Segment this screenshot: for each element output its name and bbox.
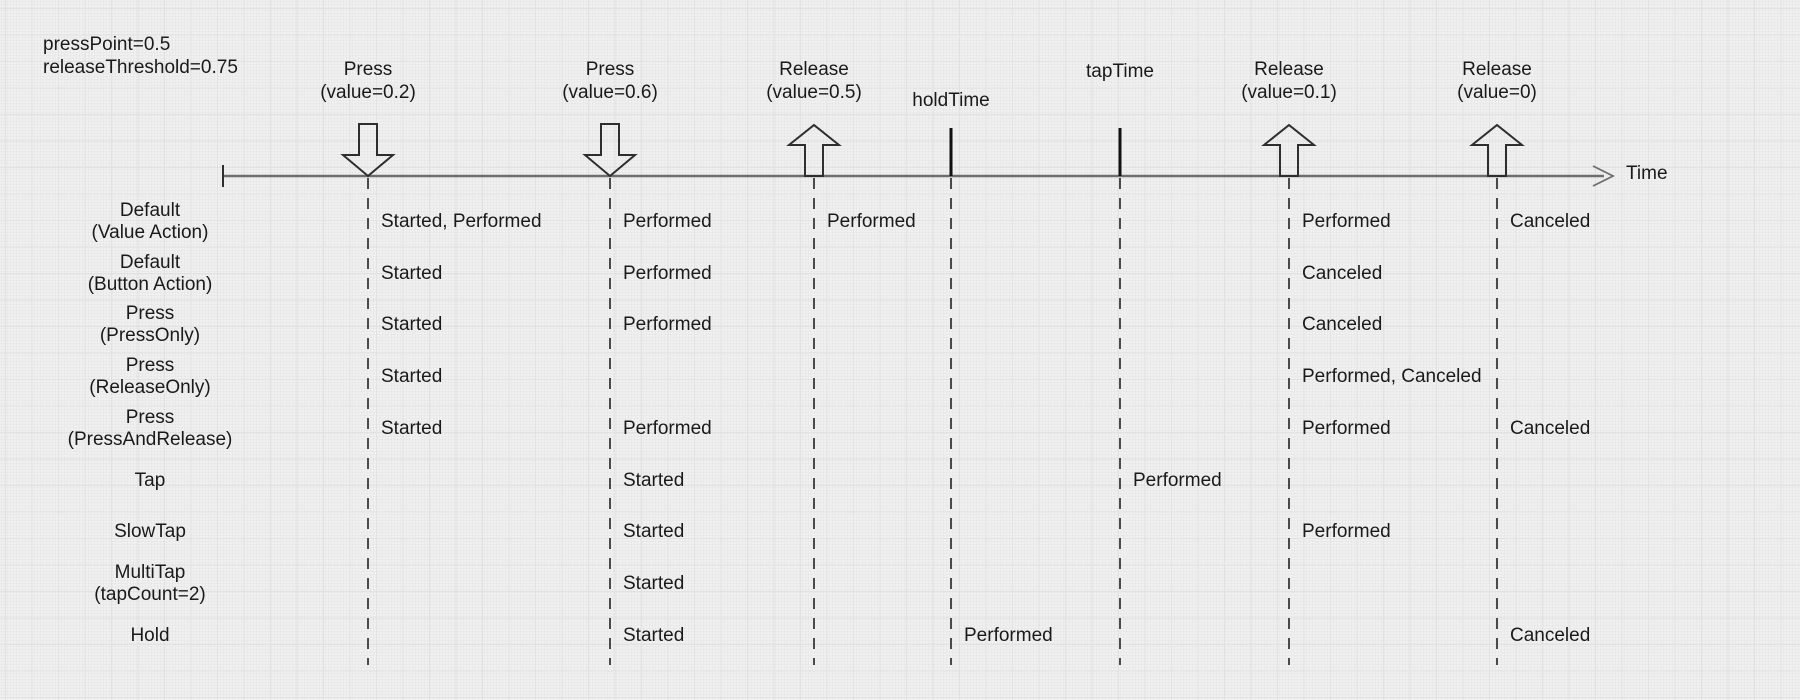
cell-press-pressandrelease-release-value-01: Performed bbox=[1302, 418, 1391, 439]
row-label-press-pressonly-line-2: (PressOnly) bbox=[99, 325, 201, 346]
event-label-taptime-line-1: tapTime bbox=[1086, 61, 1154, 82]
row-label-press-pressandrelease: Press(PressAndRelease) bbox=[20, 407, 280, 451]
press-down-arrow-icon-press-value-06 bbox=[582, 123, 638, 178]
row-label-press-pressandrelease-line-1: Press bbox=[125, 407, 175, 428]
event-label-release-value-01: Release(value=0.1) bbox=[1241, 58, 1337, 104]
row-label-tap-line-1: Tap bbox=[134, 470, 166, 491]
row-label-default-value-action-line-1: Default bbox=[119, 200, 181, 221]
row-label-default-value-action: Default(Value Action) bbox=[20, 200, 280, 244]
event-label-holdtime: holdTime bbox=[912, 89, 989, 112]
event-label-press-value-02-line-2: (value=0.2) bbox=[320, 82, 416, 103]
row-label-slowtap: SlowTap bbox=[20, 521, 280, 543]
cell-press-pressandrelease-release-value-0: Canceled bbox=[1510, 418, 1591, 439]
row-label-press-pressonly: Press(PressOnly) bbox=[20, 303, 280, 347]
cell-tap-taptime: Performed bbox=[1133, 470, 1222, 491]
row-label-press-pressandrelease-line-2: (PressAndRelease) bbox=[67, 429, 233, 450]
cell-hold-release-value-0: Canceled bbox=[1510, 625, 1591, 646]
cell-press-releaseonly-press-value-02: Started bbox=[381, 366, 443, 387]
cell-press-pressandrelease-press-value-02: Started bbox=[381, 418, 443, 439]
event-label-release-value-05: Release(value=0.5) bbox=[766, 58, 862, 104]
cell-default-button-action-press-value-02: Started bbox=[381, 263, 443, 284]
cell-press-pressonly-press-value-02: Started bbox=[381, 314, 443, 335]
cell-default-value-action-press-value-06: Performed bbox=[623, 211, 712, 232]
row-label-press-releaseonly-line-2: (ReleaseOnly) bbox=[89, 377, 211, 398]
time-axis-arrowhead-icon bbox=[1592, 165, 1616, 187]
cell-default-value-action-release-value-05: Performed bbox=[827, 211, 916, 232]
event-label-release-value-0-line-1: Release bbox=[1462, 59, 1532, 80]
event-label-press-value-06: Press(value=0.6) bbox=[562, 58, 658, 104]
event-label-taptime: tapTime bbox=[1086, 60, 1154, 83]
cell-hold-holdtime: Performed bbox=[964, 625, 1053, 646]
event-label-press-value-02: Press(value=0.2) bbox=[320, 58, 416, 104]
event-label-release-value-0-line-2: (value=0) bbox=[1457, 82, 1537, 103]
row-label-hold-line-1: Hold bbox=[130, 625, 170, 646]
release-up-arrow-icon-release-value-05 bbox=[786, 123, 842, 177]
row-label-multitap: MultiTap(tapCount=2) bbox=[20, 562, 280, 606]
cell-default-button-action-press-value-06: Performed bbox=[623, 263, 712, 284]
event-label-release-value-01-line-1: Release bbox=[1254, 59, 1324, 80]
row-label-multitap-line-1: MultiTap bbox=[114, 562, 186, 583]
parameters-block: pressPoint=0.5 releaseThreshold=0.75 bbox=[43, 33, 238, 79]
cell-default-value-action-release-value-01: Performed bbox=[1302, 211, 1391, 232]
cell-default-value-action-release-value-0: Canceled bbox=[1510, 211, 1591, 232]
event-label-press-value-06-line-1: Press bbox=[585, 59, 635, 80]
cell-slowtap-press-value-06: Started bbox=[623, 521, 685, 542]
cell-tap-press-value-06: Started bbox=[623, 470, 685, 491]
cell-default-button-action-release-value-01: Canceled bbox=[1302, 263, 1383, 284]
event-label-release-value-0: Release(value=0) bbox=[1457, 58, 1537, 104]
cell-press-releaseonly-release-value-01: Performed, Canceled bbox=[1302, 366, 1482, 387]
row-label-default-value-action-line-2: (Value Action) bbox=[91, 222, 209, 243]
cell-press-pressandrelease-press-value-06: Performed bbox=[623, 418, 712, 439]
event-label-press-value-02-line-1: Press bbox=[343, 59, 393, 80]
event-label-press-value-06-line-2: (value=0.6) bbox=[562, 82, 658, 103]
row-label-slowtap-line-1: SlowTap bbox=[114, 521, 186, 542]
press-down-arrow-icon-press-value-02 bbox=[340, 123, 396, 178]
row-label-default-button-action-line-2: (Button Action) bbox=[87, 274, 213, 295]
cell-hold-press-value-06: Started bbox=[623, 625, 685, 646]
cell-slowtap-release-value-01: Performed bbox=[1302, 521, 1391, 542]
row-label-hold: Hold bbox=[20, 625, 280, 647]
event-label-release-value-05-line-1: Release bbox=[779, 59, 849, 80]
release-up-arrow-icon-release-value-0 bbox=[1469, 123, 1525, 177]
event-label-release-value-01-line-2: (value=0.1) bbox=[1241, 82, 1337, 103]
row-label-press-pressonly-line-1: Press bbox=[125, 303, 175, 324]
row-label-default-button-action: Default(Button Action) bbox=[20, 252, 280, 296]
row-label-multitap-line-2: (tapCount=2) bbox=[94, 584, 206, 605]
cell-multitap-press-value-06: Started bbox=[623, 573, 685, 594]
cell-default-value-action-press-value-02: Started, Performed bbox=[381, 211, 542, 232]
cell-press-pressonly-press-value-06: Performed bbox=[623, 314, 712, 335]
release-threshold-param: releaseThreshold=0.75 bbox=[43, 57, 238, 78]
time-axis-label: Time bbox=[1626, 163, 1668, 184]
cell-press-pressonly-release-value-01: Canceled bbox=[1302, 314, 1383, 335]
press-point-param: pressPoint=0.5 bbox=[43, 34, 171, 55]
row-label-tap: Tap bbox=[20, 470, 280, 492]
row-label-default-button-action-line-1: Default bbox=[119, 252, 181, 273]
event-label-release-value-05-line-2: (value=0.5) bbox=[766, 82, 862, 103]
row-label-press-releaseonly: Press(ReleaseOnly) bbox=[20, 355, 280, 399]
release-up-arrow-icon-release-value-01 bbox=[1261, 123, 1317, 177]
event-label-holdtime-line-1: holdTime bbox=[912, 90, 990, 111]
row-label-press-releaseonly-line-1: Press bbox=[125, 355, 175, 376]
